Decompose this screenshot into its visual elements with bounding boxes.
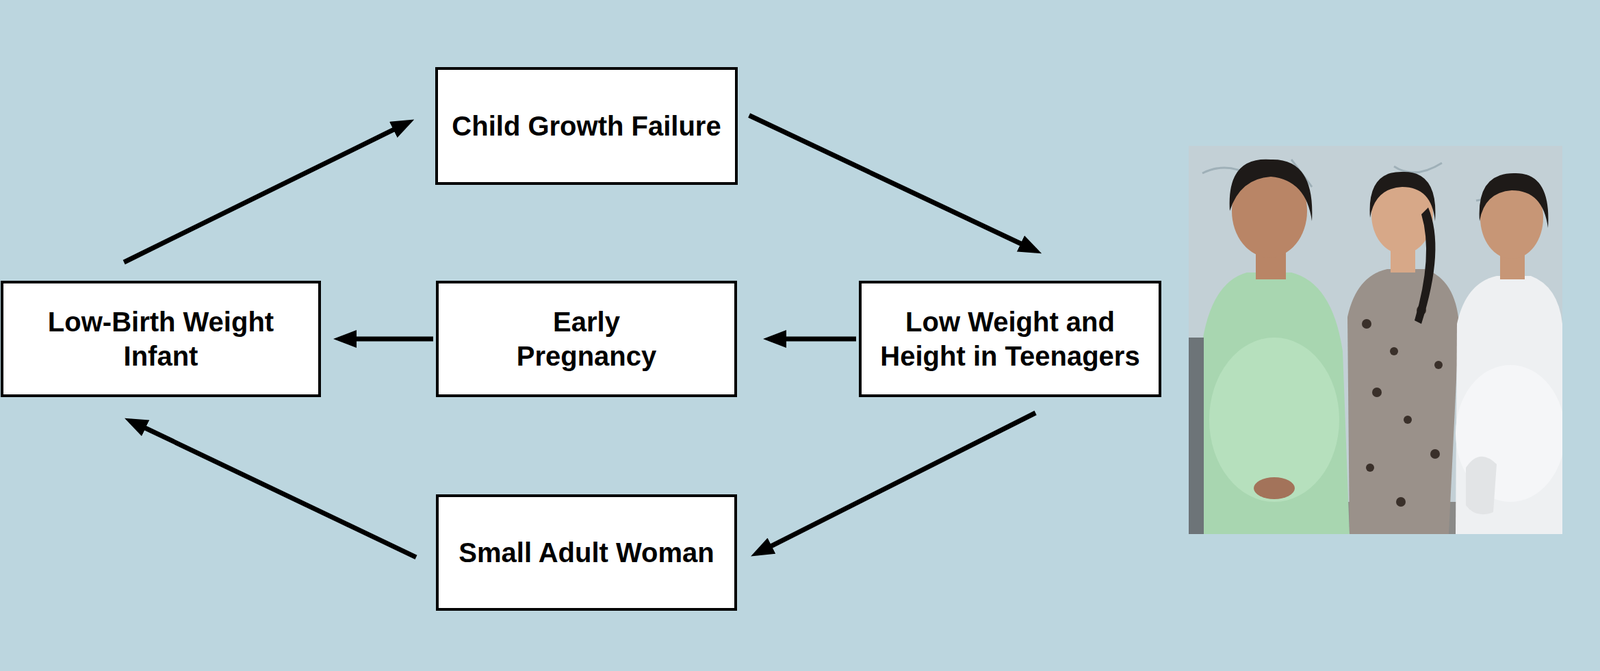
arrow-connector [749,115,1036,251]
print-dress [1347,268,1460,534]
hands [1253,476,1295,499]
process-box: Child Growth Failure [435,67,738,185]
dress-pattern [1361,305,1443,507]
process-box: Low Weight and Height in Teenagers [858,280,1162,397]
box-label: Small Adult Woman [458,535,714,570]
arrow-connector [756,412,1036,553]
box-label: Child Growth Failure [451,108,721,144]
process-box: Small Adult Woman [435,494,738,611]
side-figure [1188,337,1204,534]
hair [1479,173,1549,228]
hair [1229,159,1313,222]
process-box: Early Pregnancy [435,280,738,397]
process-box: Low-Birth Weight Infant [0,280,321,397]
ponytail [1414,207,1436,324]
arrow-connector [130,420,417,558]
photo-illustration [1188,145,1563,534]
box-label: Low Weight and Height in Teenagers [880,304,1141,373]
towel [1465,456,1497,515]
box-label: Low-Birth Weight Infant [17,304,305,373]
green-dress [1201,272,1350,534]
box-label: Early Pregnancy [497,304,676,373]
belly [1209,337,1340,502]
arrow-connector [123,122,408,263]
arrow-connector [769,336,857,342]
arrow-connector [340,336,434,342]
